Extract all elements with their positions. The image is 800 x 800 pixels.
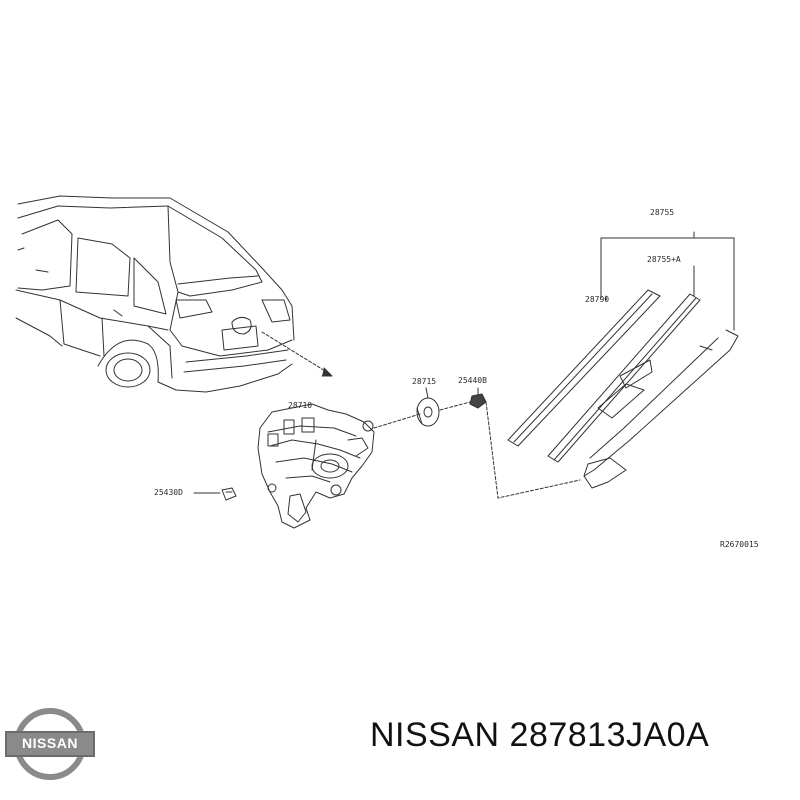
label-25440b: 25440B <box>458 376 487 385</box>
label-28755: 28755 <box>650 208 675 217</box>
label-28715: 28715 <box>412 377 437 386</box>
logo-wordmark: NISSAN <box>22 735 78 751</box>
part-title: NISSAN 287813JA0A <box>370 716 710 754</box>
label-28790: 28790 <box>585 295 610 304</box>
vehicle-illustration <box>15 195 295 393</box>
wiper-motor-assembly <box>257 403 375 529</box>
figure-code: R2670015 <box>720 540 759 549</box>
wiper-blade-and-arm <box>507 231 739 489</box>
nut-25440b <box>469 393 487 409</box>
grommet-28715 <box>416 397 440 427</box>
bolt-25430d <box>221 487 237 501</box>
nissan-logo: NISSAN <box>3 700 97 794</box>
label-28755a: 28755+A <box>647 255 681 264</box>
label-28710: 28710 <box>288 401 313 410</box>
label-25430d: 25430D <box>154 488 183 497</box>
